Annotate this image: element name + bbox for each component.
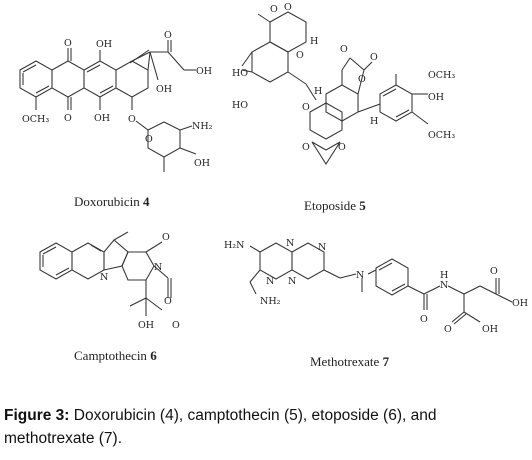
atom-label: O: [64, 38, 72, 49]
atom-label: N: [318, 242, 326, 253]
atom-label: OH: [94, 113, 110, 124]
figure-caption-text: Doxorubicin (4), camptothecin (5), etopo…: [4, 407, 437, 447]
doxorubicin-label: Doxorubicin 4: [74, 194, 149, 210]
atom-label: H: [310, 36, 318, 47]
atom-label: O: [270, 4, 278, 15]
atom-label: O: [172, 320, 180, 331]
camptothecin-label: Camptothecin 6: [74, 348, 157, 364]
molecule-number: 4: [142, 194, 150, 209]
atom-label: N: [286, 238, 294, 249]
atom-label: O: [444, 324, 452, 335]
atom-label: O: [302, 102, 310, 113]
atom-label: O: [370, 52, 378, 63]
atom-label: N: [266, 276, 274, 287]
atom-label: H₂N: [224, 240, 244, 251]
atom-label: O: [162, 232, 170, 243]
atom-label: NH₂: [260, 296, 281, 307]
molecule-name: Camptothecin: [74, 348, 147, 363]
doxorubicin-structure: O OH O OH OH OCH₃ O OH O O NH₂ OH: [19, 30, 213, 172]
atom-label: OH: [428, 92, 444, 103]
etoposide-structure: O O H HO O H HO O O O O OCH₃ OH OCH₃ H O…: [232, 2, 455, 165]
atom-label: O: [64, 113, 72, 124]
atom-label: OH: [96, 39, 112, 50]
atom-label: O: [490, 266, 498, 277]
atom-label: O: [164, 30, 172, 41]
atom-label: O: [296, 50, 304, 61]
atom-label: OH: [194, 158, 210, 169]
atom-label: O: [340, 44, 348, 55]
molecule-number: 5: [359, 198, 366, 213]
atom-label: OH: [512, 298, 528, 309]
atom-label: N: [288, 276, 296, 287]
figure-caption-label: Figure 3:: [4, 407, 70, 424]
atom-label: N: [440, 280, 448, 291]
atom-label: H: [314, 86, 322, 97]
molecule-number: 6: [150, 348, 157, 363]
atom-label: NH₂: [192, 121, 213, 132]
molecule-name: Methotrexate: [310, 354, 380, 369]
atom-label: O: [338, 142, 346, 153]
atom-label: H: [370, 116, 378, 127]
atom-label: N: [356, 270, 364, 281]
molecule-number: 7: [382, 354, 390, 369]
etoposide-label: Etoposide 5: [304, 198, 366, 214]
methotrexate-structure: H₂N N N N N NH₂ N O N H OH O OH O: [224, 238, 528, 335]
camptothecin-structure: N N O O OH O: [39, 231, 180, 331]
atom-label: OH: [482, 324, 498, 335]
atom-label: OH: [196, 66, 212, 77]
atom-label: N: [154, 262, 162, 273]
atom-label: O: [164, 296, 172, 307]
atom-label: HO: [232, 100, 248, 111]
atom-label: OCH₃: [22, 114, 49, 125]
atom-label: O: [128, 114, 136, 125]
atom-label: O: [302, 142, 310, 153]
atom-label: O: [145, 134, 153, 145]
molecule-name: Etoposide: [304, 198, 356, 213]
atom-label: HO: [232, 68, 248, 79]
methotrexate-label: Methotrexate 7: [310, 354, 389, 370]
figure-caption: Figure 3: Doxorubicin (4), camptothecin …: [4, 404, 528, 450]
atom-label: OH: [156, 84, 172, 95]
atom-label: OCH₃: [428, 130, 455, 141]
atom-label: H: [440, 270, 448, 281]
atom-label: N: [100, 272, 108, 283]
atom-label: O: [420, 314, 428, 325]
molecule-name: Doxorubicin: [74, 194, 140, 209]
atom-label: OH: [138, 320, 154, 331]
atom-label: OCH₃: [428, 70, 455, 81]
atom-label: O: [358, 74, 366, 85]
atom-label: O: [284, 2, 292, 13]
